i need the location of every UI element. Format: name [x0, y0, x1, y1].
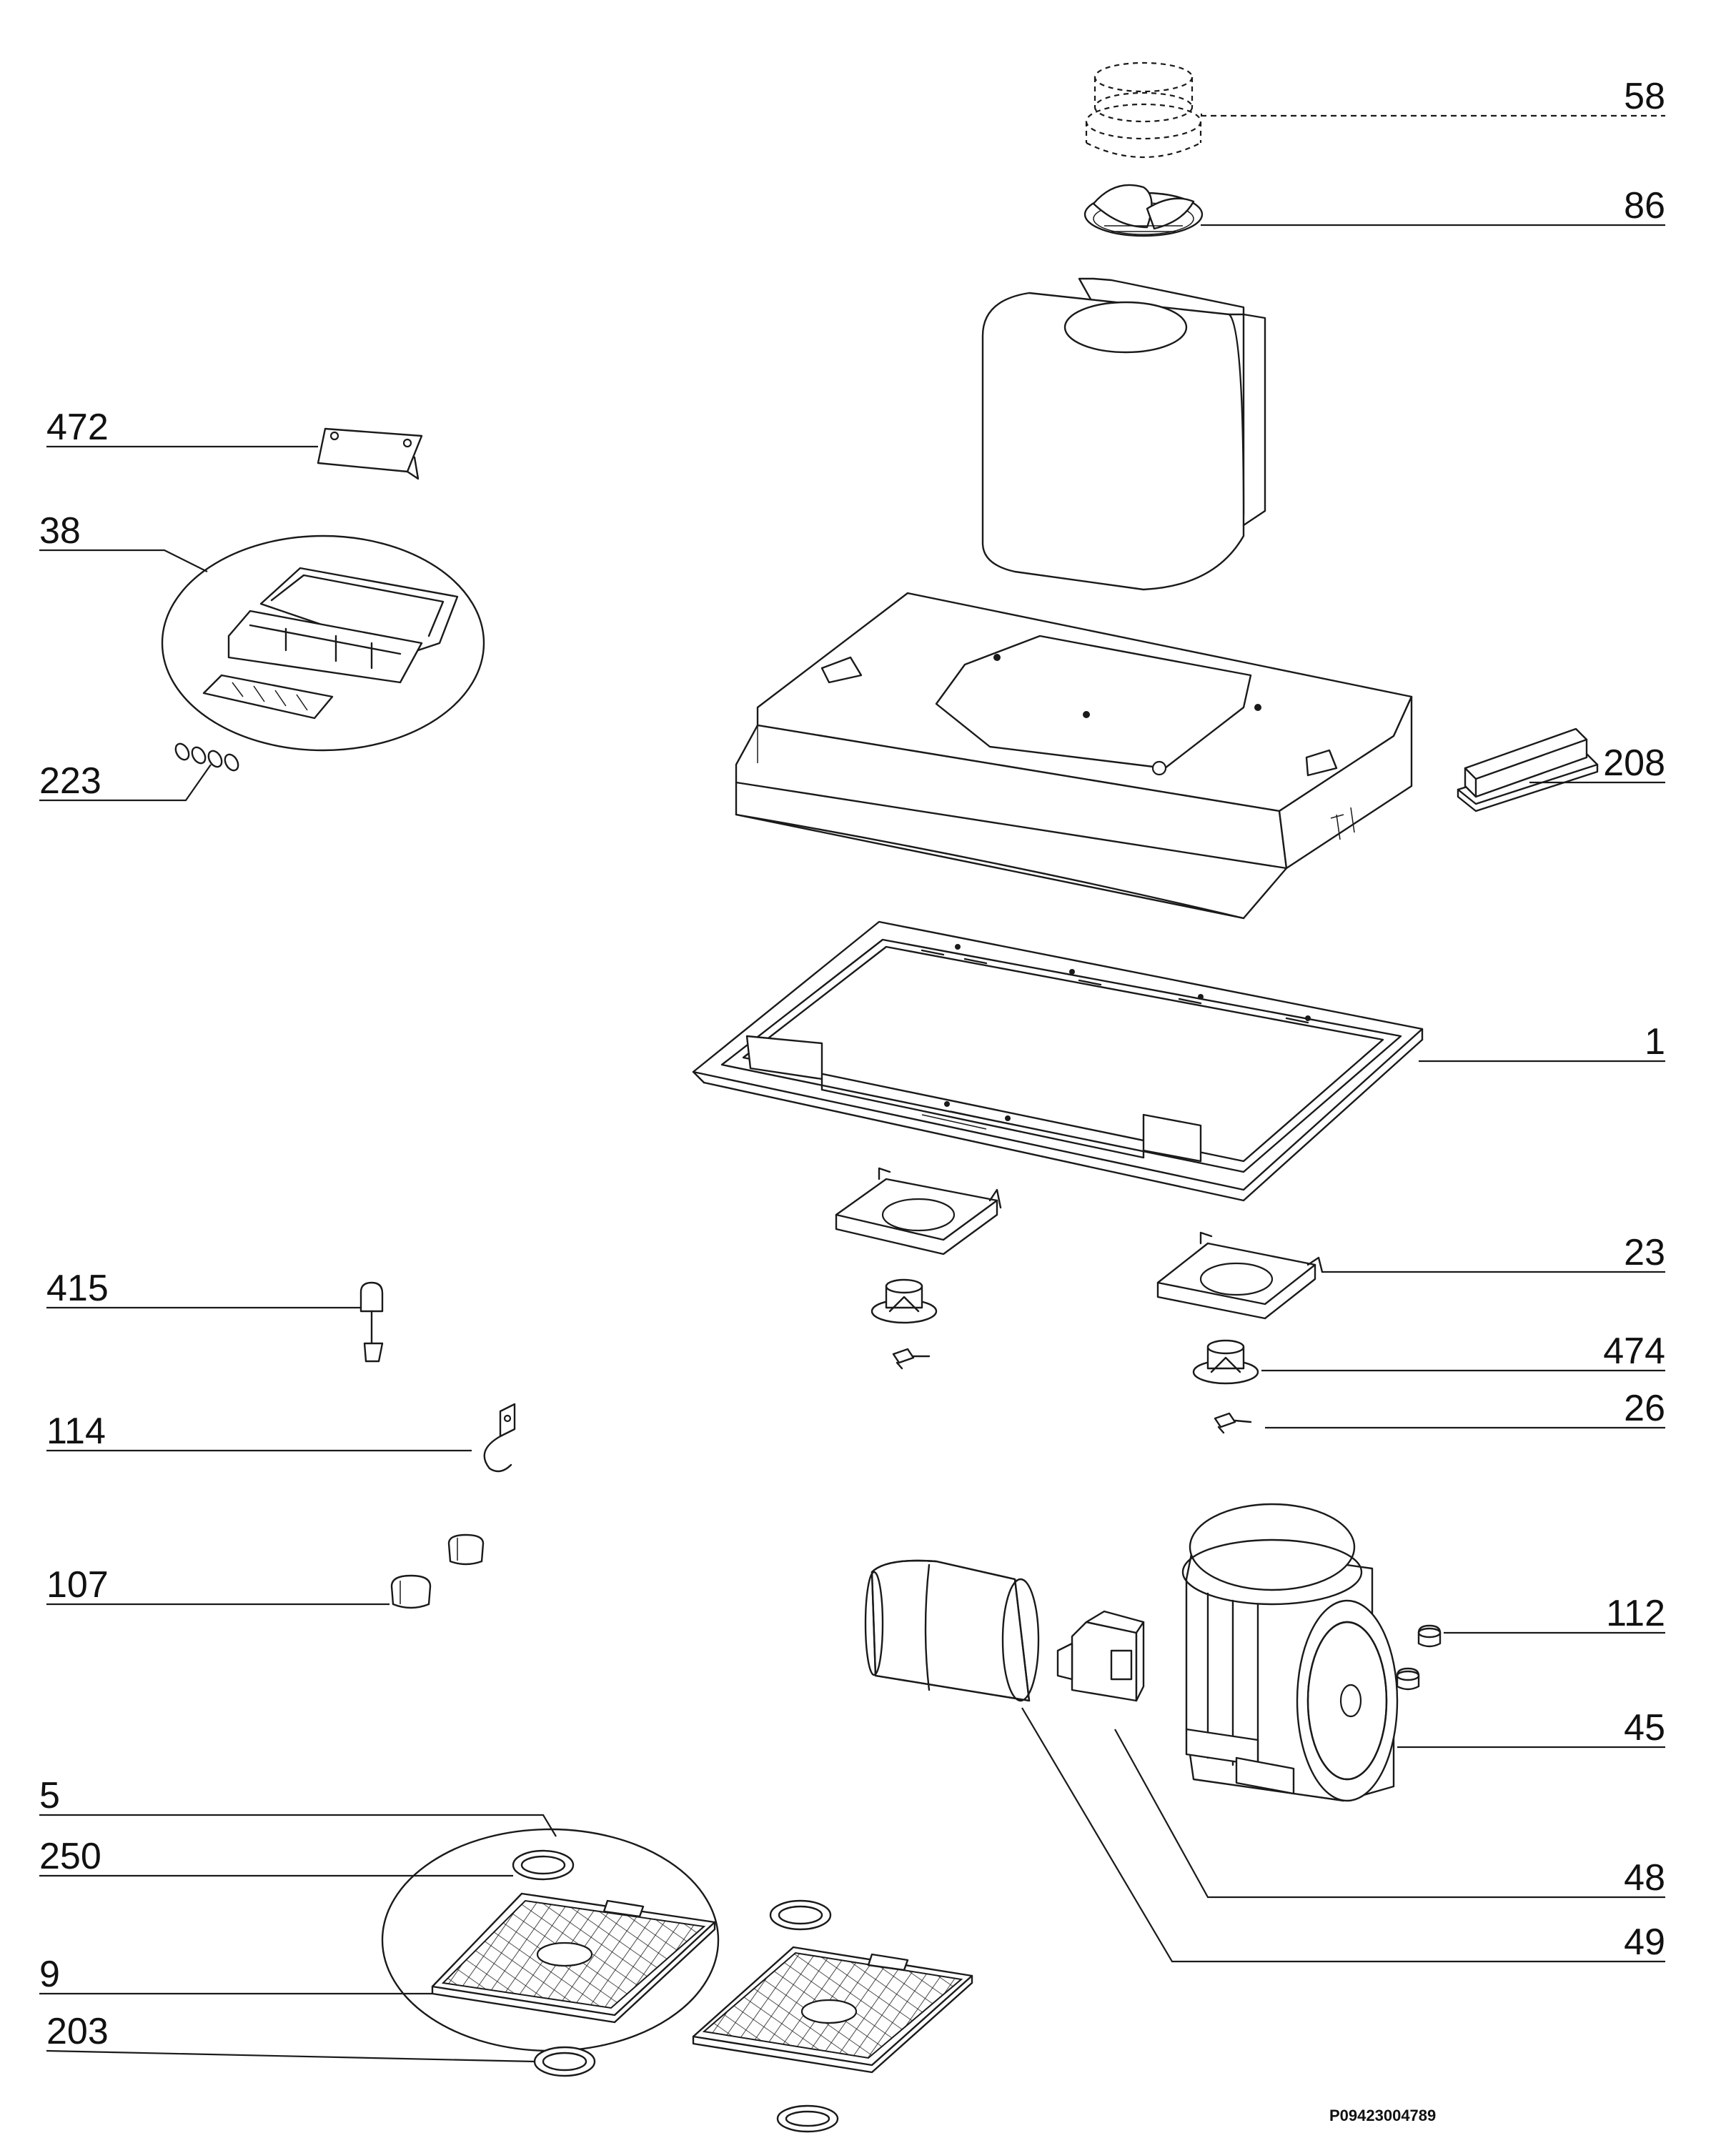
callout-415: 415 — [46, 1268, 109, 1309]
callout-86: 86 — [1624, 185, 1665, 227]
callout-58: 58 — [1624, 76, 1665, 117]
callout-1: 1 — [1645, 1021, 1665, 1063]
part-203-filter-ring — [533, 2046, 596, 2077]
part-474-lamp-fitting-left — [871, 1278, 938, 1324]
part-474-lamp-fitting-right — [1192, 1339, 1259, 1385]
part-208-transformer — [1457, 727, 1599, 812]
part-114-clamp — [483, 1403, 516, 1473]
callout-474: 474 — [1603, 1331, 1665, 1372]
part-23-lamp-holder-left — [835, 1167, 1002, 1256]
part-49-fan-wheel — [864, 1559, 1040, 1702]
part-38-control-module — [161, 534, 485, 752]
callout-223: 223 — [39, 760, 101, 802]
callout-114: 114 — [46, 1411, 106, 1452]
part-1-bottom-plate — [692, 920, 1424, 1202]
part-86-nonreturn-valve — [1083, 184, 1204, 237]
part-58-duct-adapter — [1085, 61, 1202, 159]
part-415-cable-clip — [359, 1281, 384, 1363]
part-223-push-buttons — [174, 742, 239, 772]
callout-49: 49 — [1624, 1921, 1665, 1963]
part-250-filter-ring — [512, 1849, 575, 1881]
part-26-bulb-left — [892, 1348, 931, 1370]
part-23-lamp-holder-right — [1156, 1231, 1324, 1320]
callout-labels: 58 86 472 38 223 208 1 23 415 474 26 114… — [39, 76, 1665, 2052]
callout-48: 48 — [1624, 1857, 1665, 1899]
callout-107: 107 — [46, 1564, 109, 1606]
hood-body — [735, 592, 1413, 920]
callout-23: 23 — [1624, 1232, 1665, 1273]
callout-5: 5 — [39, 1775, 60, 1816]
part-48-capacitor — [1056, 1610, 1145, 1702]
callout-250: 250 — [39, 1836, 101, 1877]
callout-112: 112 — [1606, 1593, 1665, 1634]
callout-208: 208 — [1603, 742, 1665, 784]
grease-filter-right — [692, 1899, 973, 2133]
callout-26: 26 — [1624, 1388, 1665, 1429]
part-9-grease-filter-left — [431, 1892, 716, 2024]
callout-38: 38 — [39, 510, 81, 552]
callout-203: 203 — [46, 2011, 109, 2052]
part-45-motor-unit — [1181, 1503, 1399, 1802]
callout-9: 9 — [39, 1954, 60, 1995]
drawing-code: P09423004789 — [1329, 2107, 1436, 2124]
callout-472: 472 — [46, 407, 109, 448]
chimney-cover — [981, 277, 1266, 591]
part-112-rubber-feet — [1396, 1624, 1442, 1691]
part-107-sleeves — [390, 1533, 485, 1609]
callout-45: 45 — [1624, 1707, 1665, 1749]
leader-lines — [39, 113, 1665, 2063]
part-472-bracket — [317, 427, 423, 480]
part-26-bulb-right — [1214, 1412, 1252, 1434]
